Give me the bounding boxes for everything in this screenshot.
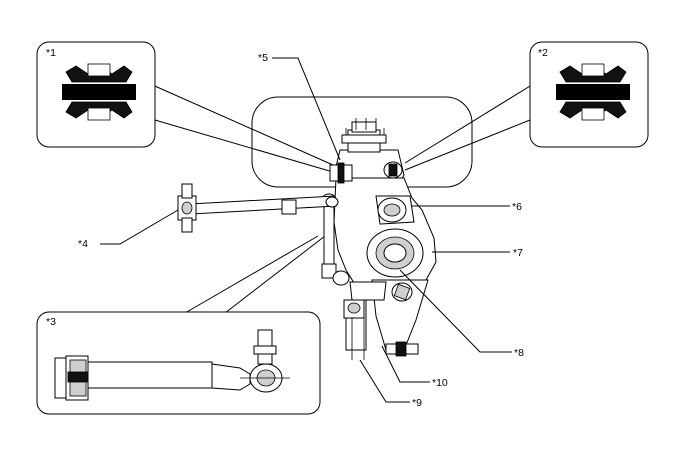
callout-leaders xyxy=(100,57,512,403)
detail-box-1 xyxy=(36,41,156,148)
detail-1-leaders xyxy=(147,82,334,173)
detail-2-leaders xyxy=(404,82,536,171)
callout-8: *8 xyxy=(514,347,524,359)
callout-1: *1 xyxy=(46,47,56,59)
callout-6: *6 xyxy=(512,201,522,213)
callout-2: *2 xyxy=(538,47,548,59)
detail-box-2 xyxy=(529,41,649,148)
callout-9: *9 xyxy=(412,397,422,409)
callout-4: *4 xyxy=(78,238,88,250)
callout-7: *7 xyxy=(513,247,523,259)
detail-3-leaders xyxy=(184,235,326,314)
callout-3: *3 xyxy=(46,316,56,328)
bushing-cross-section-2 xyxy=(556,63,630,121)
suspension-assembly xyxy=(177,118,437,360)
callout-10: *10 xyxy=(432,377,448,389)
bushing-cross-section-1 xyxy=(62,63,136,121)
callout-5: *5 xyxy=(258,52,268,64)
rod-detail xyxy=(54,329,290,401)
detail-box-3 xyxy=(36,311,321,415)
